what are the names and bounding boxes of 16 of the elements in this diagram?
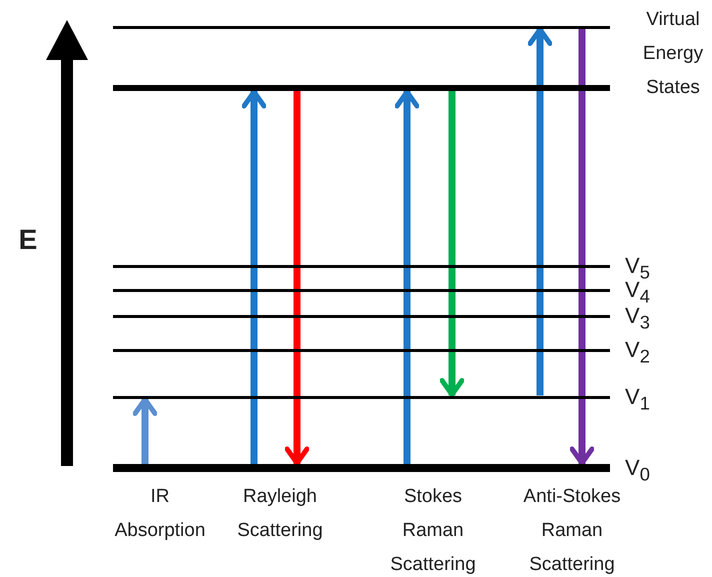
- arrow: [242, 90, 266, 464]
- arrow: [284, 91, 310, 466]
- level-label: V$_{2}$: [625, 338, 650, 368]
- text-label: Rayleigh Scattering: [236, 485, 324, 543]
- text-label: Stokes Raman Scattering: [389, 485, 477, 577]
- arrow: [440, 91, 464, 397]
- level-label: V$_{1}$: [625, 385, 650, 416]
- axis-label: E: [18, 223, 38, 257]
- arrow: [394, 90, 420, 464]
- text-label: Virtual Energy States: [642, 8, 704, 100]
- arrow: [528, 27, 552, 396]
- text-label: Anti-Stokes Raman Scattering: [522, 485, 622, 577]
- arrow: [132, 397, 158, 464]
- arrow: [570, 28, 594, 466]
- level-label: V$_{0}$: [625, 456, 650, 486]
- text-label: IR Absorption: [114, 485, 206, 543]
